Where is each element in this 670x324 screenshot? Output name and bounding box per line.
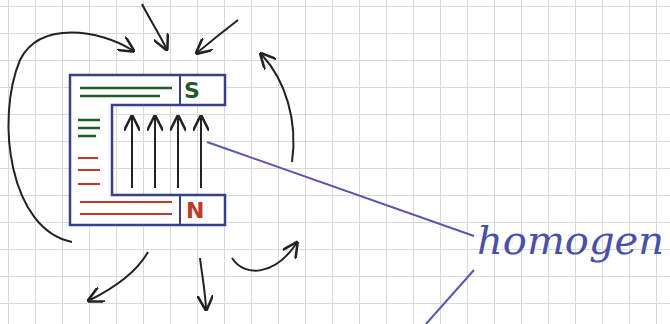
field-note: homogen (477, 220, 664, 260)
pole-letter: N (186, 200, 204, 222)
magnet-body (70, 75, 225, 225)
leader-line (207, 142, 474, 236)
pole-letter: S (184, 80, 200, 102)
